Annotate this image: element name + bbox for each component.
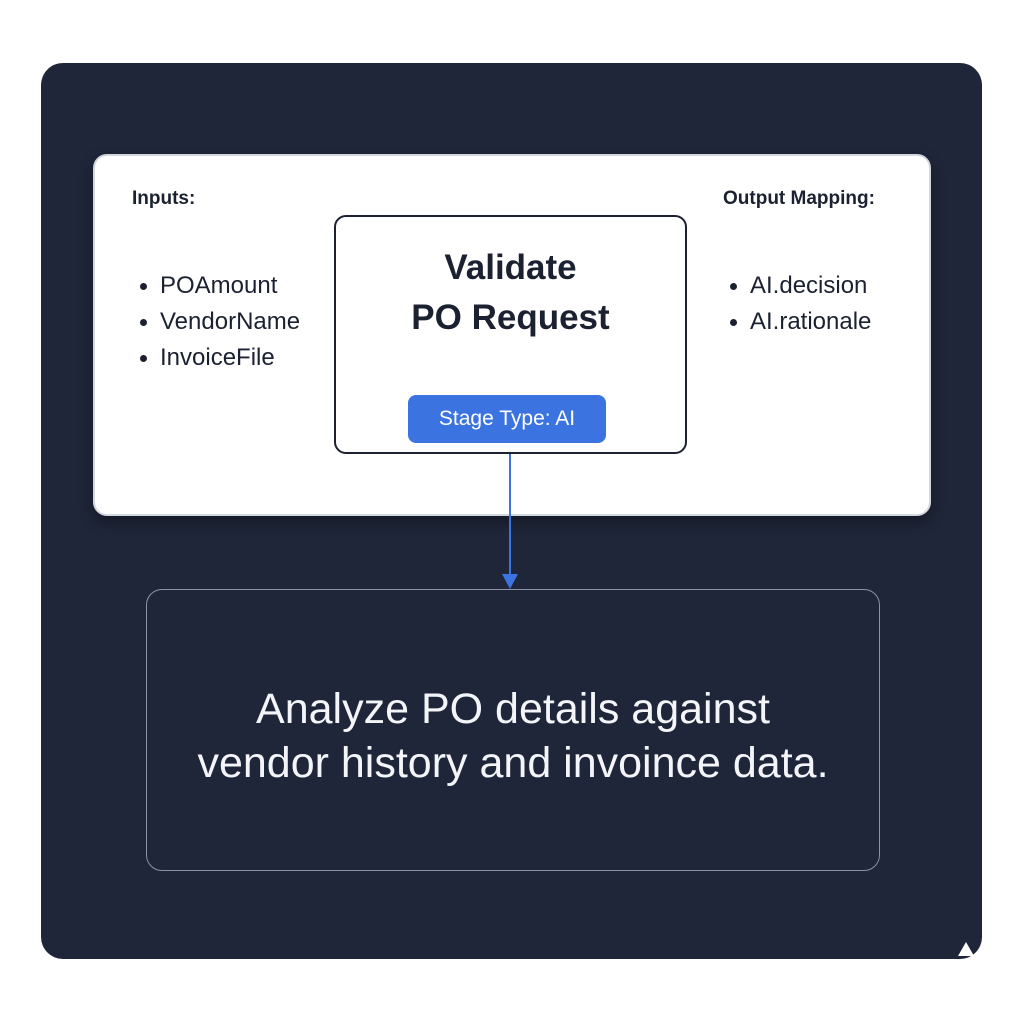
output-mapping-heading: Output Mapping:	[723, 188, 875, 209]
stage-type-badge[interactable]: Stage Type: AI	[408, 395, 606, 443]
input-item-vendor-name: VendorName	[138, 304, 300, 340]
stage-node[interactable]: Validate PO Request Stage Type: AI	[334, 215, 687, 454]
stage-node-title: Validate PO Request	[336, 243, 685, 343]
output-mapping-list: AI.decision AI.rationale	[728, 268, 871, 340]
inputs-list: POAmount VendorName InvoiceFile	[138, 268, 300, 376]
stage-node-title-line-1: Validate	[444, 248, 577, 287]
prompt-text-line-1: Analyze PO details against	[256, 685, 770, 733]
inputs-heading: Inputs:	[132, 188, 196, 209]
stage-node-title-line-2: PO Request	[411, 298, 610, 337]
output-item-rationale: AI.rationale	[728, 304, 871, 340]
output-item-decision: AI.decision	[728, 268, 871, 304]
prompt-box: Analyze PO details against vendor histor…	[146, 589, 880, 871]
input-item-po-amount: POAmount	[138, 268, 300, 304]
input-item-invoice-file: InvoiceFile	[138, 340, 300, 376]
prompt-text: Analyze PO details against vendor histor…	[147, 682, 879, 790]
corner-triangle-icon	[958, 942, 974, 956]
prompt-text-line-2: vendor history and invoince data.	[197, 739, 829, 787]
